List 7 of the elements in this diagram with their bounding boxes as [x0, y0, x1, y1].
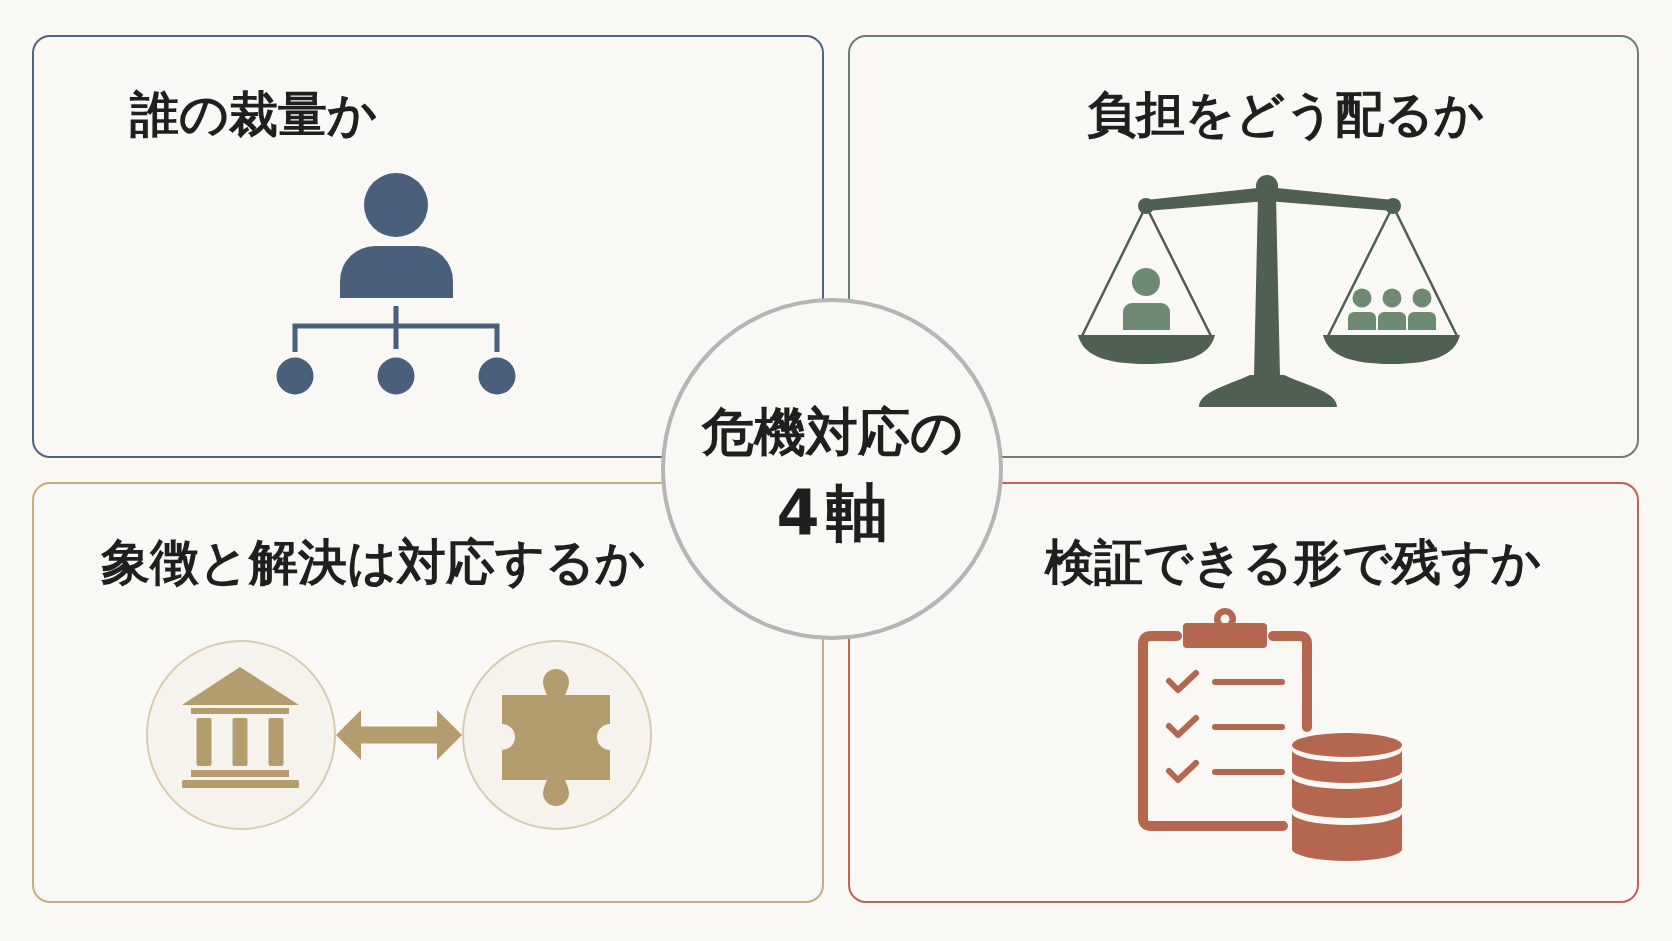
hub-subtitle: 4軸: [775, 475, 894, 551]
panel-heading: 象徴と解決は対応するか: [100, 533, 645, 593]
panel-heading: 検証できる形で残すか: [1044, 533, 1541, 593]
panel-heading: 負担をどう配るか: [1087, 86, 1484, 145]
hub-title: 危機対応の: [701, 400, 963, 464]
panel-heading: 誰の裁量か: [130, 86, 377, 145]
double-arrow: [336, 710, 462, 760]
